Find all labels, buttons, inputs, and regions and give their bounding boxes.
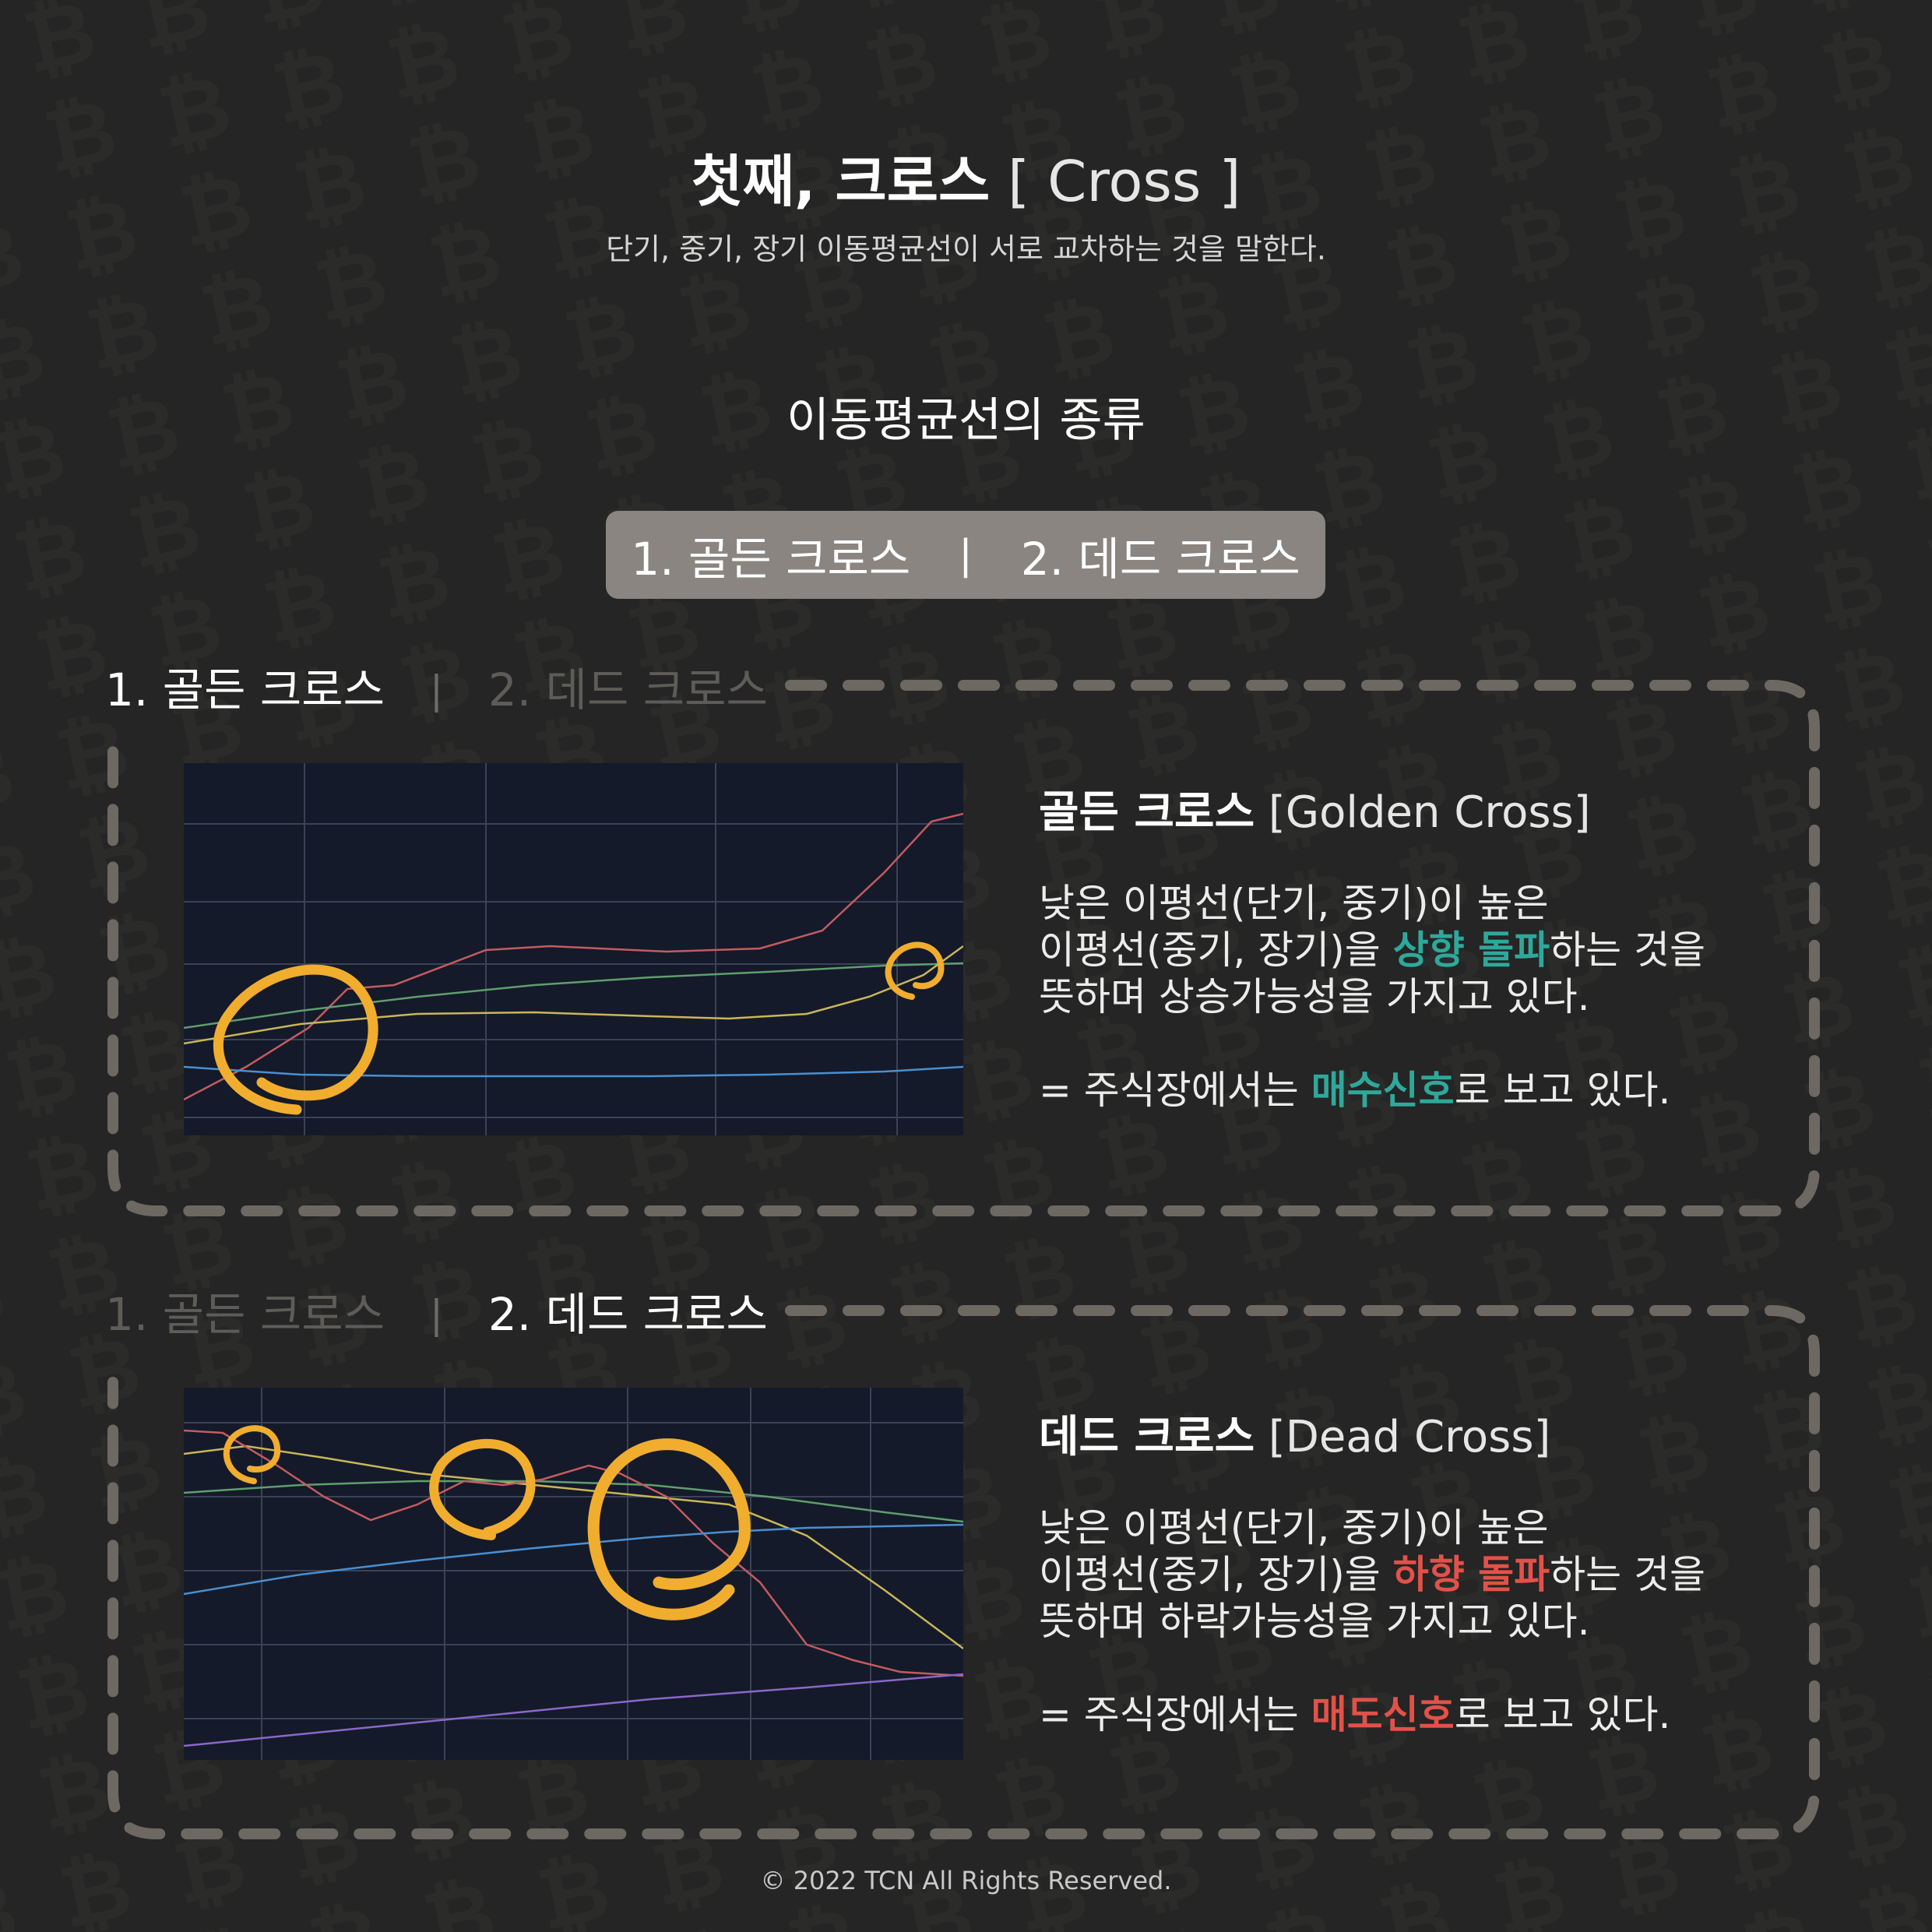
title-sub: [ Cross ] — [1008, 149, 1241, 214]
golden-line-green — [184, 962, 963, 1029]
golden-line-3: 뜻하며 상승가능성을 가지고 있다. — [1039, 974, 1590, 1019]
dead-tabs: 1. 골든 크로스 | 2. 데드 크로스 — [105, 1283, 768, 1346]
circle-marker-small — [885, 941, 945, 1000]
golden-signal: = 주식장에서는 매수신호로 보고 있다. — [1039, 1067, 1856, 1114]
dead-line-2-post: 하는 것을 — [1550, 1552, 1706, 1597]
dead-line-2-pre: 이평선(중기, 장기)을 — [1039, 1552, 1393, 1597]
golden-line-yellow — [184, 945, 963, 1045]
dead-line-purple — [184, 1673, 963, 1747]
golden-signal-highlight: 매수신호 — [1311, 1068, 1455, 1113]
golden-line-2: 이평선(중기, 장기)을 상향 돌파하는 것을 — [1039, 927, 1856, 973]
golden-description: 낮은 이평선(단기, 중기)이 높은 이평선(중기, 장기)을 상향 돌파하는 … — [1039, 880, 1856, 1020]
tab-dead-cross: 2. 데드 크로스 — [487, 663, 768, 716]
golden-chart-svg — [184, 763, 963, 1135]
page-title: 첫째, 크로스 [ Cross ] — [0, 146, 1932, 216]
dead-heading-ko: 데드 크로스 — [1039, 1412, 1255, 1462]
golden-tabs: 1. 골든 크로스 | 2. 데드 크로스 — [105, 659, 768, 721]
dead-heading-en: [Dead Cross] — [1268, 1412, 1551, 1462]
dead-info: 데드 크로스 [Dead Cross] 낮은 이평선(단기, 중기)이 높은 이… — [1039, 1409, 1856, 1738]
circle-marker-large — [587, 1438, 751, 1621]
golden-highlight-up: 상향 돌파 — [1392, 927, 1550, 973]
dead-chart-svg — [184, 1388, 963, 1760]
golden-line-blue — [184, 1065, 963, 1078]
golden-info: 골든 크로스 [Golden Cross] 낮은 이평선(단기, 중기)이 높은… — [1039, 785, 1856, 1114]
circle-marker-small — [223, 1425, 281, 1484]
golden-frame — [107, 680, 1820, 1216]
types-heading: 이동평균선의 종류 — [787, 393, 1145, 448]
tab-separator: | — [430, 1292, 443, 1337]
circle-marker-medium — [429, 1438, 536, 1540]
dead-description: 낮은 이평선(단기, 중기)이 높은 이평선(중기, 장기)을 하향 돌파하는 … — [1039, 1504, 1856, 1645]
dead-line-red — [184, 1429, 963, 1677]
dead-cross-chart — [184, 1388, 963, 1760]
tab-dead-cross: 2. 데드 크로스 — [487, 1288, 768, 1341]
dead-heading: 데드 크로스 [Dead Cross] — [1039, 1409, 1856, 1466]
golden-signal-post: 로 보고 있다. — [1454, 1068, 1671, 1113]
dead-frame — [107, 1305, 1820, 1839]
page-subtitle: 단기, 중기, 장기 이동평균선이 서로 교차하는 것을 말한다. — [606, 232, 1326, 266]
golden-cross-chart — [184, 763, 963, 1135]
dead-line-1: 낮은 이평선(단기, 중기)이 높은 — [1039, 1505, 1549, 1550]
tab-golden-cross: 1. 골든 크로스 — [105, 663, 385, 716]
title-main: 첫째, 크로스 — [691, 149, 991, 214]
golden-heading: 골든 크로스 [Golden Cross] — [1039, 785, 1856, 841]
dead-signal-highlight: 매도신호 — [1311, 1692, 1455, 1737]
golden-line-2-post: 하는 것을 — [1550, 927, 1706, 973]
footer-copyright: © 2022 TCN All Rights Reserved. — [760, 1866, 1172, 1895]
golden-heading-en: [Golden Cross] — [1268, 787, 1591, 838]
dead-line-blue — [184, 1523, 963, 1596]
golden-signal-pre: = 주식장에서는 — [1039, 1068, 1311, 1113]
types-separator: | — [959, 531, 973, 579]
golden-grid — [184, 763, 963, 1135]
golden-line-red — [184, 812, 963, 1101]
dead-signal: = 주식장에서는 매도신호로 보고 있다. — [1039, 1691, 1856, 1738]
golden-circle-markers — [213, 941, 945, 1115]
types-item-dead: 2. 데드 크로스 — [1020, 532, 1300, 586]
golden-heading-ko: 골든 크로스 — [1039, 787, 1255, 838]
types-pill: 1. 골든 크로스 | 2. 데드 크로스 — [606, 511, 1325, 599]
tab-golden-cross: 1. 골든 크로스 — [105, 1288, 385, 1341]
dead-line-3: 뜻하며 하락가능성을 가지고 있다. — [1039, 1599, 1590, 1644]
dead-line-green — [184, 1480, 963, 1523]
dead-grid — [184, 1388, 963, 1760]
dead-circle-markers — [223, 1425, 751, 1621]
dead-signal-pre: = 주식장에서는 — [1039, 1692, 1311, 1737]
dead-line-2: 이평선(중기, 장기)을 하향 돌파하는 것을 — [1039, 1551, 1856, 1598]
dead-signal-post: 로 보고 있다. — [1454, 1692, 1671, 1737]
dead-highlight-down: 하향 돌파 — [1392, 1552, 1550, 1597]
types-item-golden: 1. 골든 크로스 — [631, 532, 911, 586]
golden-line-2-pre: 이평선(중기, 장기)을 — [1039, 927, 1393, 973]
circle-marker-large — [213, 964, 378, 1115]
dead-line-yellow — [184, 1445, 963, 1650]
tab-separator: | — [430, 667, 443, 713]
golden-line-1: 낮은 이평선(단기, 중기)이 높은 — [1039, 881, 1549, 926]
